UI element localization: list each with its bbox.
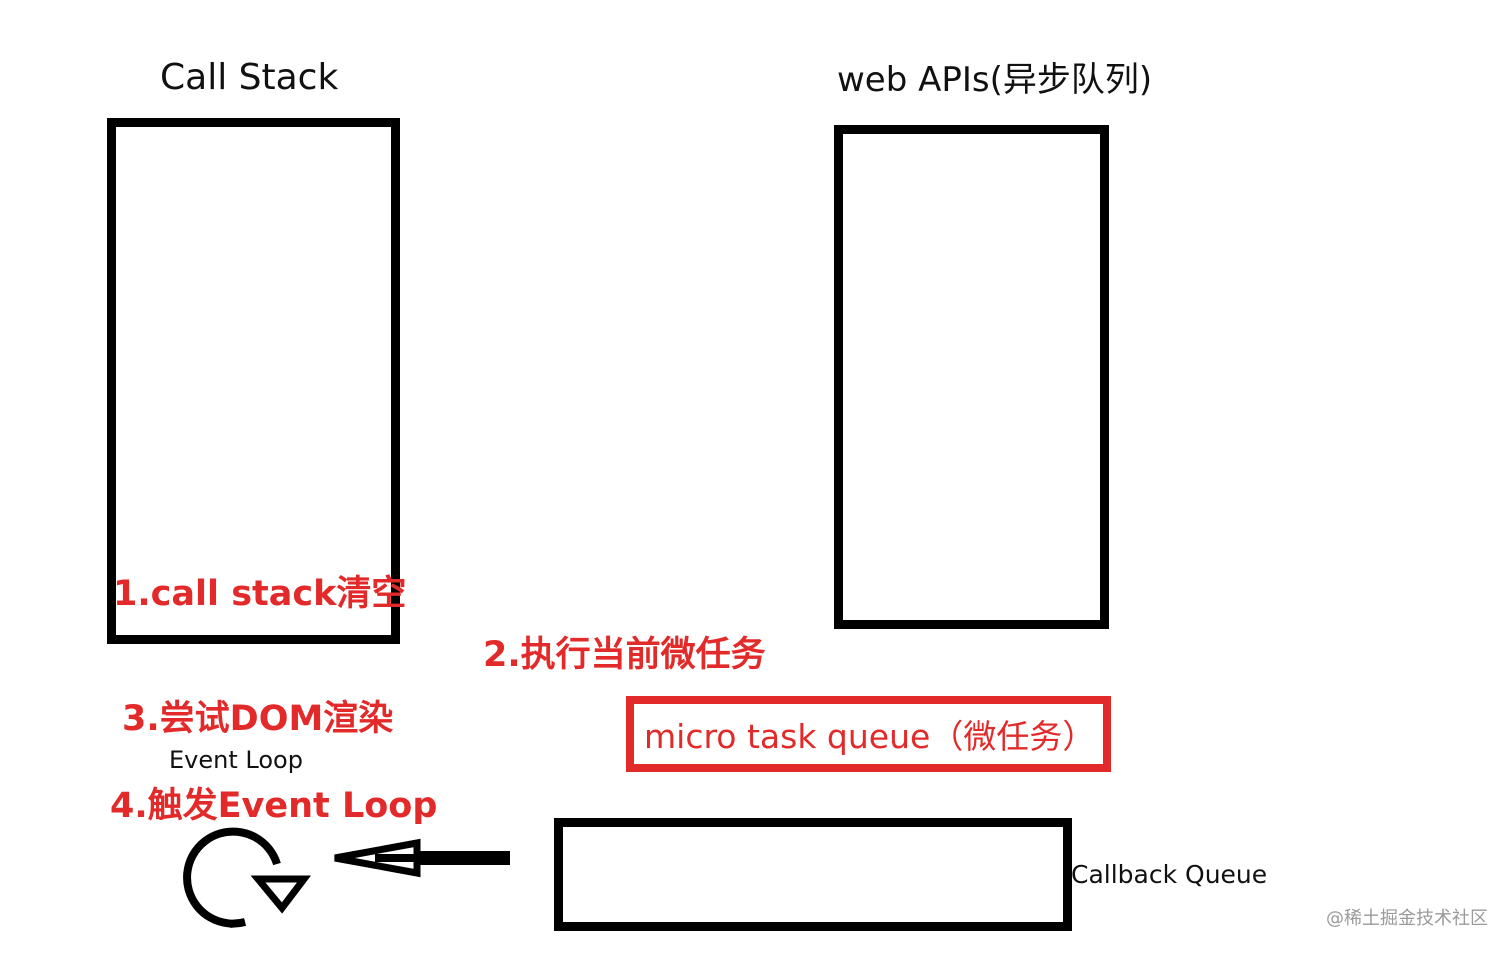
step-4-label: 4.触发Event Loop (110, 786, 438, 826)
step-1-label: 1.call stack清空 (113, 574, 407, 614)
call-stack-title: Call Stack (160, 57, 339, 98)
callback-queue-box (554, 818, 1072, 931)
call-stack-box (107, 118, 400, 644)
left-arrow-icon (334, 838, 510, 878)
micro-task-queue-box: micro task queue（微任务） (626, 696, 1111, 772)
micro-task-queue-label: micro task queue（微任务） (644, 717, 1096, 756)
watermark-text: @稀土掘金技术社区 (1326, 908, 1488, 929)
event-loop-label: Event Loop (169, 746, 303, 774)
web-apis-box (834, 125, 1109, 629)
step-3-label: 3.尝试DOM渲染 (122, 699, 394, 739)
web-apis-title: web APIs(异步队列) (837, 60, 1153, 100)
step-2-label: 2.执行当前微任务 (483, 635, 766, 675)
callback-queue-label: Callback Queue (1071, 860, 1268, 889)
circular-arrow-icon (183, 827, 312, 928)
